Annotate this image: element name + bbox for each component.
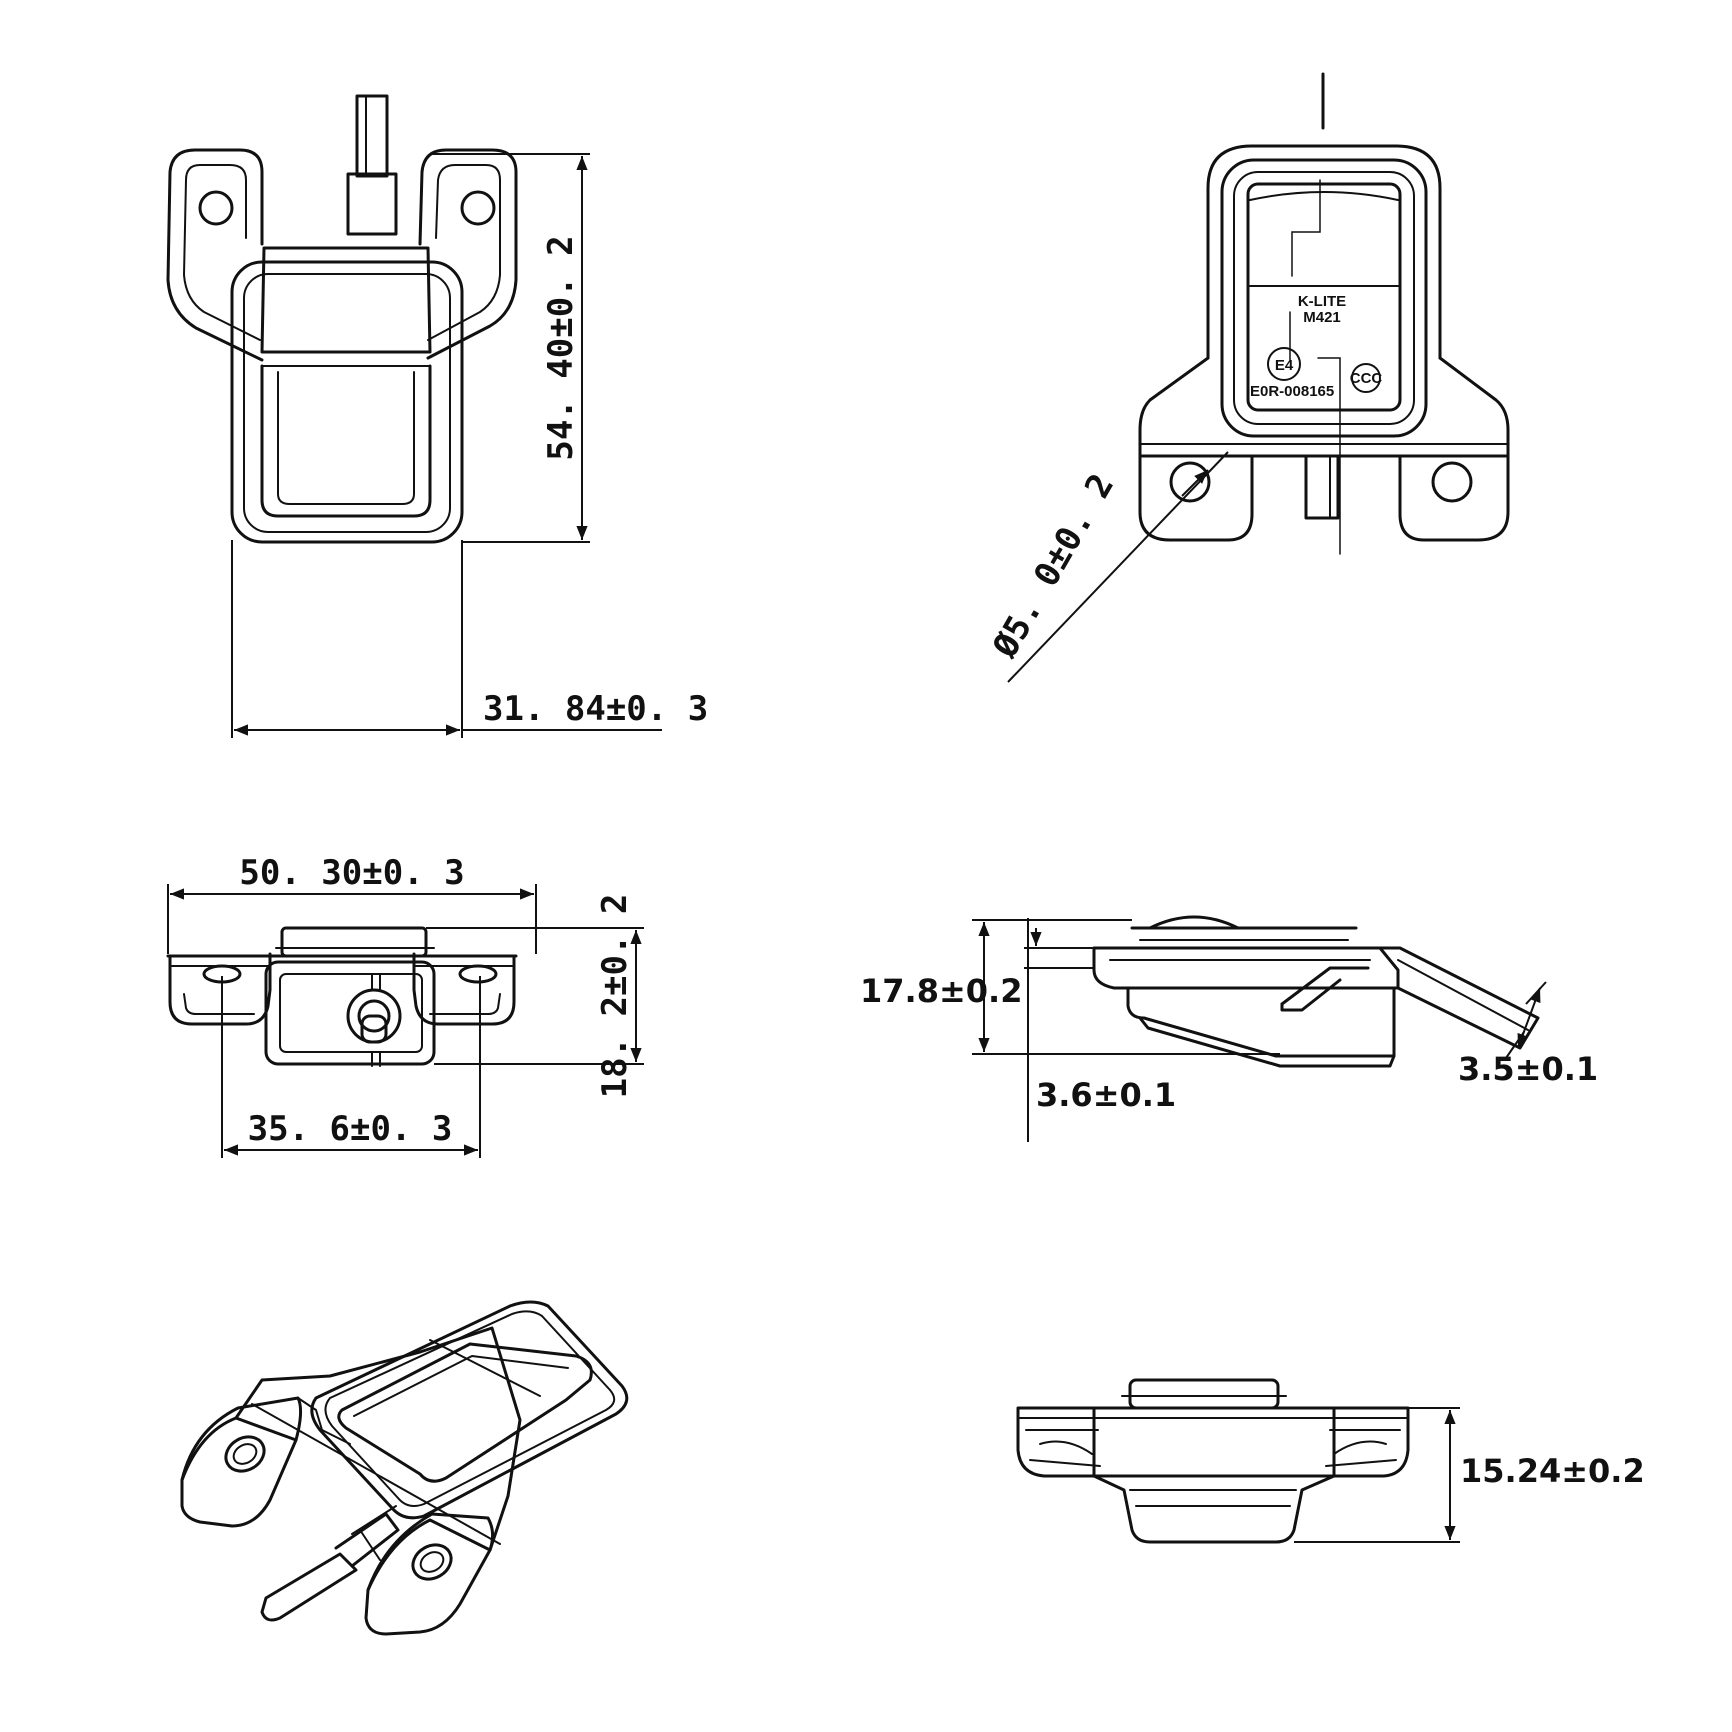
side-height-dim: 17.8±0.2: [860, 972, 1022, 1010]
bottom-depth-dim: 15.24±0.2: [1460, 1452, 1645, 1490]
top-view: 50. 30±0. 3 35. 6±0. 3 18. 2±0. 2: [166, 853, 644, 1158]
brand-marking: K-LITE: [1298, 293, 1346, 310]
approval-number: E0R-008165: [1250, 383, 1334, 400]
overall-width-dim: 50. 30±0. 3: [239, 853, 464, 893]
flange-thickness-dim: 3.6±0.1: [1036, 1076, 1176, 1114]
isometric-view: [180, 1300, 629, 1636]
top-height-dim: 18. 2±0. 2: [595, 894, 635, 1099]
front-height-dim: 54. 40±0. 2: [541, 235, 581, 460]
ccc-mark: CCC: [1350, 370, 1383, 387]
front-width-dim: 31. 84±0. 3: [483, 689, 708, 729]
side-view: 17.8±0.2 3.6±0.1 3.5±0.1: [860, 915, 1598, 1142]
front-view: 54. 40±0. 2 31. 84±0. 3: [166, 94, 708, 738]
bottom-view: 15.24±0.2: [1016, 1378, 1645, 1544]
model-marking: M421: [1303, 309, 1341, 326]
emark: E4: [1275, 357, 1294, 374]
hole-spacing-dim: 35. 6±0. 3: [248, 1109, 453, 1149]
face-view: K-LITE M421 E4 CCC E0R-008165 Ø5. 0±0. 2: [985, 72, 1510, 683]
tab-thickness-dim: 3.5±0.1: [1458, 1050, 1598, 1088]
